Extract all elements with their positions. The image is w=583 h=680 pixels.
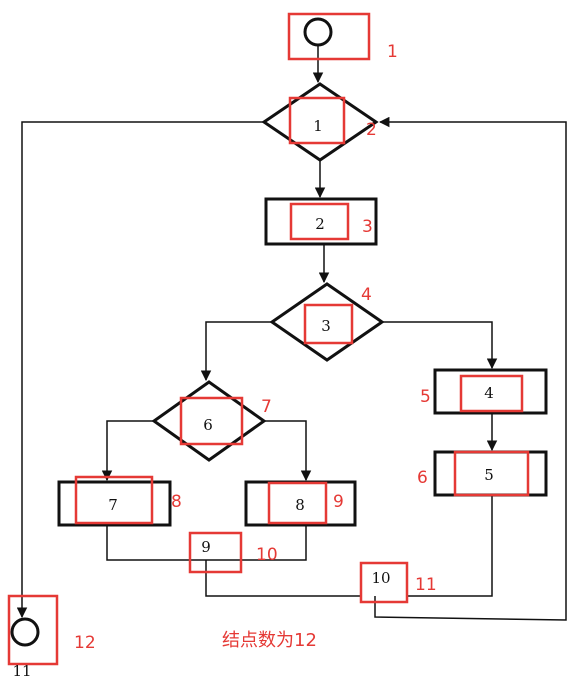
node-label-11: 11 — [12, 662, 31, 680]
red-box-1 — [287, 12, 371, 61]
node-label-6: 6 — [203, 416, 213, 434]
red-label-12: 12 — [74, 633, 96, 653]
red-label-7: 7 — [261, 397, 272, 417]
red-box-4 — [303, 303, 354, 345]
start-circle — [303, 17, 333, 47]
red-labels: 1 2 3 4 5 6 7 8 9 10 11 12 — [74, 42, 437, 653]
node-label-8: 8 — [295, 496, 305, 514]
red-box-2 — [288, 96, 346, 145]
red-label-3: 3 — [362, 217, 373, 237]
edge-5-to-10 — [408, 495, 493, 597]
red-label-10: 10 — [256, 545, 278, 565]
process-2 — [264, 197, 378, 246]
red-label-1: 1 — [387, 42, 398, 62]
red-box-9 — [267, 481, 328, 525]
edge-3-to-4 — [382, 321, 498, 370]
red-label-6: 6 — [417, 468, 428, 488]
process-4 — [433, 368, 548, 415]
edge-3-to-6 — [200, 321, 272, 382]
red-label-2: 2 — [366, 120, 377, 140]
red-label-11: 11 — [415, 575, 437, 595]
red-box-12 — [7, 594, 59, 666]
red-box-11 — [359, 561, 409, 604]
edge-6-to-7 — [101, 420, 154, 482]
edge-1-to-end — [16, 121, 264, 619]
node-label-10: 10 — [371, 569, 390, 587]
red-box-5 — [459, 374, 524, 413]
node-label-9: 9 — [201, 538, 211, 556]
edge-10-loop-back — [374, 116, 567, 621]
edge-6-to-8 — [264, 420, 312, 482]
red-box-3 — [289, 202, 350, 241]
red-label-9: 9 — [333, 492, 344, 512]
red-box-10 — [188, 531, 243, 574]
edge-9-to-10 — [205, 560, 361, 597]
node-labels: 1 2 3 4 5 6 7 8 9 10 11 — [12, 117, 493, 680]
caption: 结点数为12 — [222, 630, 317, 651]
node-label-2: 2 — [315, 215, 325, 233]
node-label-1: 1 — [313, 117, 323, 135]
red-label-4: 4 — [361, 285, 372, 305]
node-label-7: 7 — [108, 496, 118, 514]
end-circle — [10, 617, 40, 647]
red-box-6 — [453, 450, 530, 497]
node-label-4: 4 — [484, 384, 494, 402]
red-box-8 — [74, 475, 154, 525]
red-label-5: 5 — [420, 387, 431, 407]
red-box-7 — [179, 396, 244, 446]
process-8 — [244, 480, 357, 527]
node-label-5: 5 — [484, 466, 494, 484]
red-boxes — [7, 12, 530, 666]
red-label-8: 8 — [171, 492, 182, 512]
node-label-3: 3 — [321, 317, 331, 335]
decision-3 — [269, 282, 385, 362]
